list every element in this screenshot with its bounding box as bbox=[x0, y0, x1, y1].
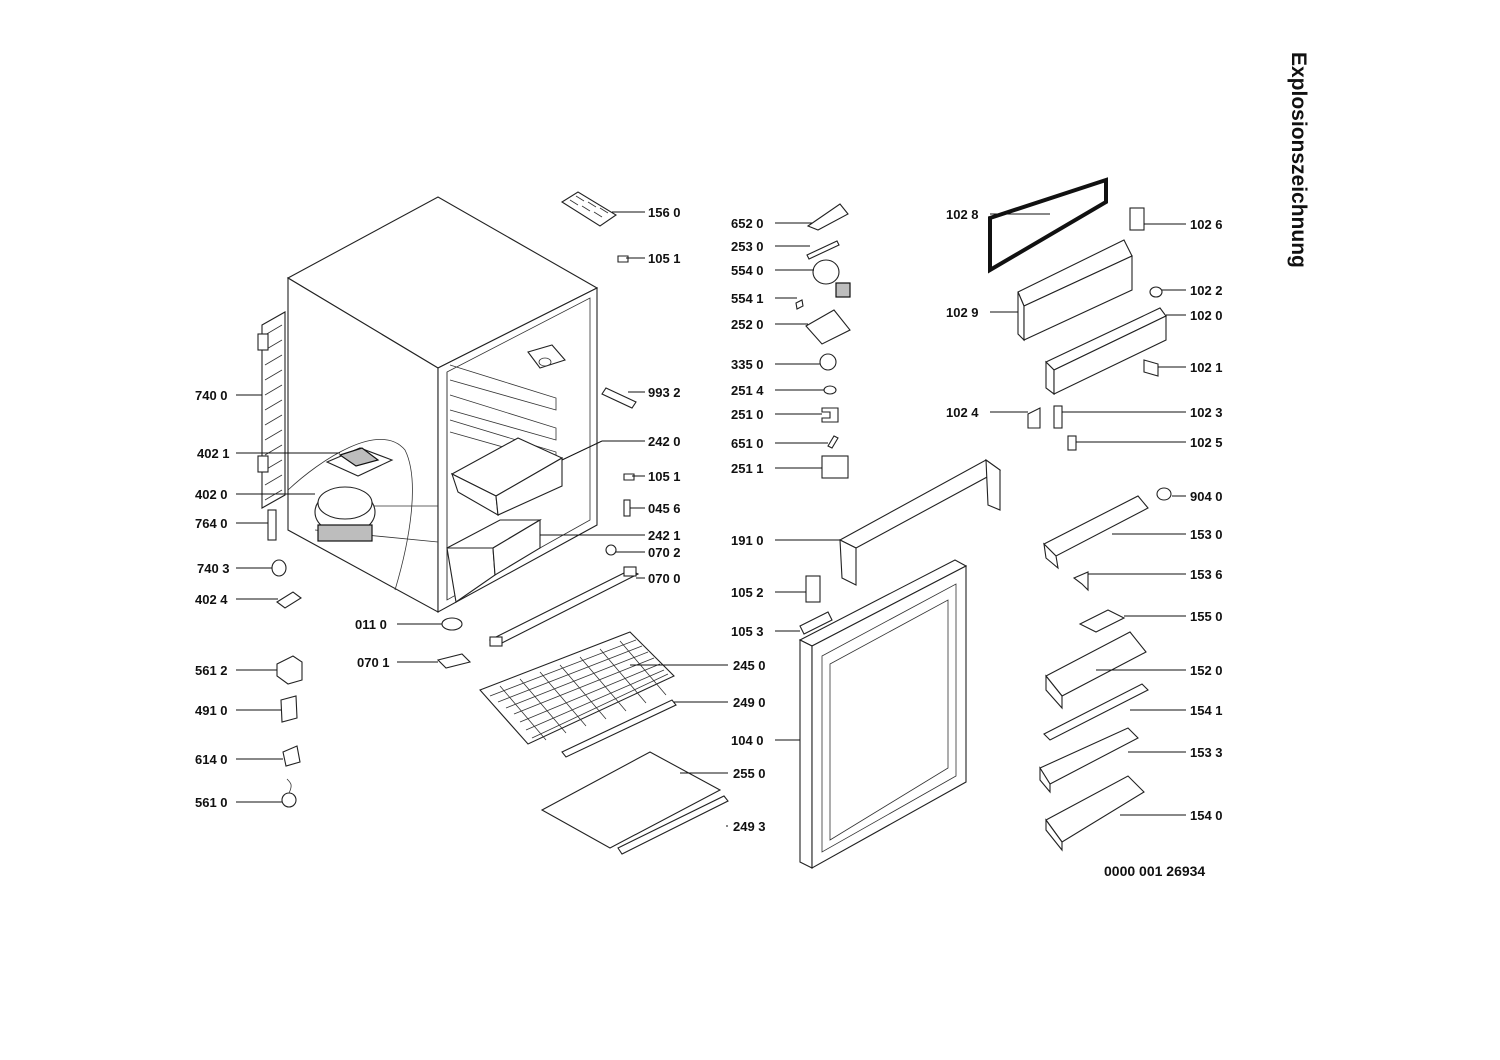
part-label-614-0: 614 0 bbox=[195, 752, 228, 767]
page-title: Explosionszeichnung bbox=[1287, 52, 1310, 268]
freezer-parts bbox=[1017, 207, 1172, 501]
part-label-402-4: 402 4 bbox=[195, 592, 228, 607]
door bbox=[798, 559, 968, 869]
part-label-102-8: 102 8 bbox=[946, 207, 979, 222]
part-label-102-2: 102 2 bbox=[1190, 283, 1223, 298]
part-label-102-9: 102 9 bbox=[946, 305, 979, 320]
part-label-652-0: 652 0 bbox=[731, 216, 764, 231]
part-labels: 156 0 105 1 740 0 402 1 402 0 764 0 740 … bbox=[195, 205, 1223, 834]
part-label-153-3: 153 3 bbox=[1190, 745, 1223, 760]
hinge-plate bbox=[799, 611, 833, 635]
small-parts-middle bbox=[795, 203, 851, 479]
small-parts-center bbox=[436, 255, 637, 669]
part-label-249-0: 249 0 bbox=[733, 695, 766, 710]
part-label-561-0: 561 0 bbox=[195, 795, 228, 810]
part-label-011-0: 011 0 bbox=[355, 617, 387, 632]
part-label-105-2: 105 2 bbox=[731, 585, 764, 600]
part-label-740-3: 740 3 bbox=[197, 561, 230, 576]
part-label-070-0: 070 0 bbox=[648, 571, 681, 586]
part-label-154-1: 154 1 bbox=[1190, 703, 1223, 718]
part-label-105-3: 105 3 bbox=[731, 624, 764, 639]
part-label-102-4: 102 4 bbox=[946, 405, 979, 420]
part-label-102-3: 102 3 bbox=[1190, 405, 1223, 420]
part-label-245-0: 245 0 bbox=[733, 658, 766, 673]
door-gasket-frame bbox=[838, 458, 1002, 586]
part-label-993-2: 993 2 bbox=[648, 385, 681, 400]
part-label-651-0: 651 0 bbox=[731, 436, 764, 451]
part-label-102-1: 102 1 bbox=[1190, 360, 1223, 375]
part-label-335-0: 335 0 bbox=[731, 357, 764, 372]
glass-strip bbox=[617, 795, 729, 855]
part-label-070-1: 070 1 bbox=[357, 655, 390, 670]
part-label-255-0: 255 0 bbox=[733, 766, 766, 781]
part-label-152-0: 152 0 bbox=[1190, 663, 1223, 678]
part-label-740-0: 740 0 bbox=[195, 388, 228, 403]
drawing-number: 0000 001 26934 bbox=[1104, 863, 1206, 879]
part-label-242-1: 242 1 bbox=[648, 528, 681, 543]
part-label-154-0: 154 0 bbox=[1190, 808, 1223, 823]
part-label-491-0: 491 0 bbox=[195, 703, 228, 718]
part-label-153-0: 153 0 bbox=[1190, 527, 1223, 542]
leader-lines bbox=[236, 211, 1186, 827]
part-label-104-0: 104 0 bbox=[731, 733, 764, 748]
part-label-249-3: 249 3 bbox=[733, 819, 766, 834]
part-label-554-1: 554 1 bbox=[731, 291, 764, 306]
shelf-strip bbox=[561, 699, 677, 758]
compressor bbox=[314, 447, 394, 542]
part-label-045-6: 045 6 bbox=[648, 501, 681, 516]
part-label-402-1: 402 1 bbox=[197, 446, 230, 461]
freezer-gasket bbox=[988, 177, 1108, 274]
cabinet-body bbox=[286, 196, 599, 613]
shelf-rail bbox=[488, 566, 640, 647]
part-label-105-1: 105 1 bbox=[648, 251, 681, 266]
part-label-252-0: 252 0 bbox=[731, 317, 764, 332]
part-label-102-0: 102 0 bbox=[1190, 308, 1223, 323]
glass-shelf bbox=[540, 751, 722, 849]
part-label-156-0: 156 0 bbox=[648, 205, 681, 220]
part-label-764-0: 764 0 bbox=[195, 516, 228, 531]
part-label-070-2: 070 2 bbox=[648, 545, 681, 560]
part-label-155-0: 155 0 bbox=[1190, 609, 1223, 624]
ice-tray bbox=[560, 191, 618, 227]
part-label-153-6: 153 6 bbox=[1190, 567, 1223, 582]
condenser-coil bbox=[257, 311, 286, 509]
part-label-554-0: 554 0 bbox=[731, 263, 764, 278]
part-label-251-4: 251 4 bbox=[731, 383, 764, 398]
part-label-904-0: 904 0 bbox=[1190, 489, 1223, 504]
crisper-drawers bbox=[446, 437, 564, 603]
part-label-102-5: 102 5 bbox=[1190, 435, 1223, 450]
part-label-253-0: 253 0 bbox=[731, 239, 764, 254]
part-label-102-6: 102 6 bbox=[1190, 217, 1223, 232]
part-label-191-0: 191 0 bbox=[731, 533, 764, 548]
part-label-561-2: 561 2 bbox=[195, 663, 228, 678]
part-label-251-1: 251 1 bbox=[731, 461, 764, 476]
part-label-242-0: 242 0 bbox=[648, 434, 681, 449]
part-label-105-1-b: 105 1 bbox=[648, 469, 681, 484]
wire-shelf bbox=[479, 631, 675, 745]
hinge bbox=[805, 575, 821, 603]
part-label-402-0: 402 0 bbox=[195, 487, 228, 502]
part-label-251-0: 251 0 bbox=[731, 407, 764, 422]
small-parts-left bbox=[267, 509, 303, 808]
door-bins bbox=[1039, 495, 1149, 852]
